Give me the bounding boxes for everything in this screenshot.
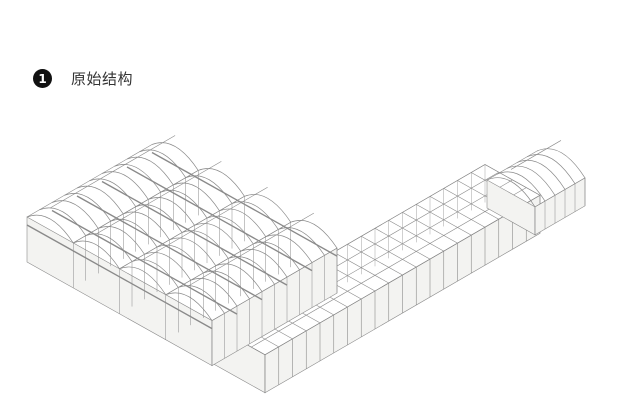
vault-arch-frame [101,171,149,200]
vault-tie-beam [197,177,245,205]
vault-arch-frame [231,201,279,230]
end-building-arch [516,159,566,190]
vault-arch-frame [194,223,242,252]
vault-arch-frame [228,256,275,285]
vault-tie-beam [244,203,292,231]
vault-arch-frame [114,164,162,193]
vault-arch-frame [181,230,229,259]
vault-gutter-line [165,221,291,295]
end-building-eave [486,150,538,181]
end-building-arch [506,165,556,196]
vault-gutter-line [119,196,245,270]
vault-arch-frame [26,214,74,244]
vault-arch-frame [89,178,137,207]
vault-arch-frame [119,266,167,295]
vault-gutter-line [73,170,199,244]
vault-tie-beam [51,209,99,238]
vault-tie-beam [122,221,170,249]
vault-arch-frame [178,285,225,314]
end-building-eave [534,177,586,208]
end-building-front-face [534,177,586,236]
vault-arch-frame [123,211,170,240]
vault-tie-beam [119,276,167,304]
long-bar-longitudinal-beam [251,187,527,348]
vault-tie-beam [72,250,120,278]
vault-tie-beam [215,273,263,301]
vault-arch-frame [240,249,288,278]
vault-tie-beam [147,206,195,234]
section-title: 1 原始结构 [33,68,133,89]
vault-arch-frame [73,240,120,269]
vault-tie-beam [101,180,149,209]
vault-arch-frame [173,182,220,211]
vault-arch-frame [206,215,254,245]
step-number-badge: 1 [33,69,52,88]
vault-arch-frame [126,156,174,186]
vault-arch-frame [290,220,338,249]
vault-tie-beam [144,261,192,289]
vault-tie-beam [219,218,267,246]
vault-arch-frame [215,263,263,292]
vault-arch-frame [139,149,187,178]
vault-ridge-line [49,135,176,209]
vault-ridge-line [188,212,315,286]
vault-arch-frame [156,244,204,274]
end-building-arch [496,171,546,202]
vault-arch-frame [203,270,250,300]
end-building-arch [536,148,586,179]
vault-arch-frame [265,234,313,263]
vault-arch-frame [85,233,133,262]
vault-tie-beam [240,258,288,286]
vault-arch-frame [131,259,179,288]
vault-arch-frame [160,190,208,219]
end-building-arch [486,177,536,208]
vault-tie-beam [169,247,217,275]
vault-ridge-line [96,161,222,235]
section-title-label: 原始结构 [71,70,134,88]
vault-gutter-line [26,144,153,218]
vault-arch-frame [190,278,238,307]
vault-arch-frame [76,185,124,215]
vault-arch-frame [98,226,145,255]
vault-arch-frame [110,219,158,248]
end-building-ridge [510,140,562,170]
vault-arch-frame [135,204,183,233]
vault-tie-beam [76,195,124,223]
vault-tie-beam [97,235,145,263]
end-building-arch [526,154,576,184]
vault-tie-beam [151,151,199,180]
vault-tie-beam [190,287,238,315]
vault-tie-beam [265,244,313,272]
vault-arch-frame [64,193,112,222]
vault-tie-beam [194,232,242,260]
vault-arch-frame [244,194,292,223]
vault-arch-frame [219,208,267,237]
vault-arch-frame [253,241,300,271]
vault-arch-frame [151,142,199,171]
vault-arch-frame [144,252,192,281]
vault-ridge-line [142,186,268,261]
vault-tie-beam [172,192,220,220]
vault-arch-frame [51,200,99,229]
vault-arch-frame [169,237,217,266]
vault-arch-frame [39,207,87,236]
vault-gutter-line [211,247,338,321]
vault-arch-frame [185,175,233,204]
vault-arch-frame [165,292,213,321]
vault-arch-frame [198,168,245,197]
vault-tie-beam [290,229,338,257]
vault-tie-beam [26,224,74,252]
vault-arch-frame [148,197,195,226]
vault-tie-beam [165,302,213,330]
long-bar-longitudinal-beam [264,195,541,356]
vault-tie-beam [126,166,174,194]
vault-arch-frame [278,227,325,256]
